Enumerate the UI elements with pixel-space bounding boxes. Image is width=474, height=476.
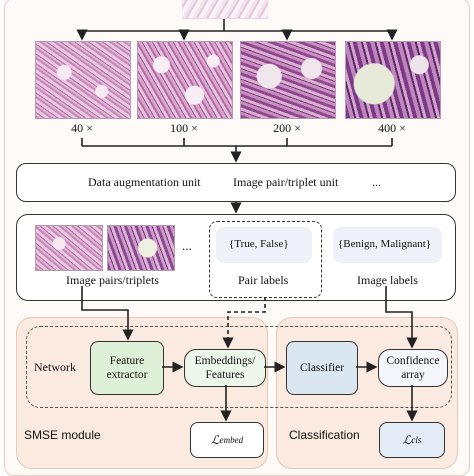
- arrow-pairlabels-to-embeddings: [222, 297, 266, 349]
- magnification-label-400: 400 ×: [378, 121, 406, 135]
- magnification-label-40: 40 ×: [71, 121, 93, 135]
- network-label: Network: [34, 360, 76, 374]
- micrograph-100x: [137, 41, 233, 119]
- micrograph-200x: [240, 41, 336, 119]
- micrograph-400x: [345, 41, 441, 119]
- magnification-label-100: 100 ×: [170, 121, 198, 135]
- feature-extractor-label: Feature extractor: [106, 355, 148, 381]
- confidence-array-label: Confidence array: [386, 355, 440, 381]
- classification-loss-symbol: ℒ: [402, 433, 412, 447]
- feature-extractor-node: Feature extractor: [90, 341, 164, 395]
- embedding-loss-subscript: embed: [219, 435, 244, 445]
- embedding-loss-symbol: ℒ: [210, 433, 220, 447]
- embeddings-label: Embeddings/ Features: [194, 355, 256, 381]
- image-labels-caption: Image labels: [357, 273, 418, 287]
- pair-triplet-unit-label: Image pair/triplet unit: [233, 175, 339, 189]
- image-pair-tile-1: [35, 225, 103, 271]
- pair-labels-caption: Pair labels: [238, 273, 289, 287]
- classification-loss-subscript: cls: [411, 435, 422, 445]
- micrograph-40x: [35, 41, 131, 119]
- pair-labels-value-box: [216, 227, 312, 263]
- pair-labels-value: {True, False}: [229, 238, 289, 250]
- image-pairs-caption: Image pairs/triplets: [66, 273, 159, 287]
- image-pair-tile-2: [107, 225, 175, 271]
- image-labels-value: {Benign, Malignant}: [338, 238, 432, 250]
- more-units-ellipsis: ...: [372, 175, 381, 189]
- augmentation-unit-label: Data augmentation unit: [88, 175, 201, 189]
- source-slide-thumbnail: [182, 0, 268, 19]
- network-boundary: [26, 326, 452, 408]
- image-labels-value-box: [333, 227, 442, 263]
- arrow-pairs-to-extractor: [81, 286, 134, 341]
- preprocessing-units-box: [16, 163, 456, 202]
- classifier-label: Classifier: [299, 362, 345, 374]
- arrow-imagelabels-to-confidence: [385, 286, 418, 349]
- magnification-label-200: 200 ×: [273, 121, 301, 135]
- classifier-node: Classifier: [286, 341, 358, 395]
- classification-label: Classification: [289, 428, 360, 442]
- pairs-ellipsis: ...: [182, 238, 192, 253]
- embeddings-node: Embeddings/ Features: [184, 349, 266, 387]
- confidence-array-node: Confidence array: [378, 349, 448, 387]
- smse-module-label: SMSE module: [24, 428, 101, 442]
